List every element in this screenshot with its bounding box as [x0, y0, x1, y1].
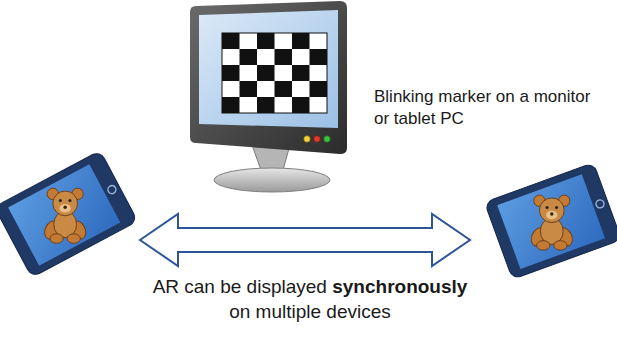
marker-note: Blinking marker on a monitor or tablet P… — [374, 86, 610, 130]
label-text: AR can be displayed — [153, 276, 327, 297]
monitor — [190, 1, 347, 192]
tablet-right — [484, 163, 617, 280]
label-text: Blinking marker on a monitor or tablet P… — [374, 87, 590, 128]
checkerboard-marker — [222, 33, 327, 113]
label-text: on multiple devices — [120, 300, 500, 325]
emphasis-text: synchronously — [332, 276, 467, 297]
tablet-left — [0, 151, 138, 278]
caption-note: AR can be displayedsynchronously on multi… — [120, 275, 500, 324]
double-arrow — [140, 214, 470, 266]
